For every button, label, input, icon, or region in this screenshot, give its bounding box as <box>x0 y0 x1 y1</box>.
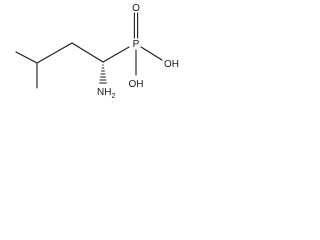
hashed-wedge-bond <box>99 64 107 84</box>
bond-isopropyl-ch2 <box>36 42 73 64</box>
bond-ch2-stereocenter <box>71 42 104 63</box>
bond-stereocenter-phosphorus <box>102 46 130 63</box>
bond-methyl-top <box>15 51 38 64</box>
hydroxyl-right-label: OH <box>164 59 179 70</box>
amine-subscript: 2 <box>111 93 115 100</box>
amine-label: NH2 <box>97 87 115 100</box>
phosphonate-bonds <box>133 12 163 76</box>
phosphorus-label: P <box>133 39 140 50</box>
chemical-structure: O P OH OH NH2 <box>15 3 179 100</box>
oxygen-label: O <box>132 3 140 14</box>
bond-p-oh-right <box>140 46 163 61</box>
carbon-skeleton <box>15 42 130 89</box>
hydroxyl-bottom-label: OH <box>129 79 144 90</box>
amine-symbol: NH <box>97 87 111 98</box>
